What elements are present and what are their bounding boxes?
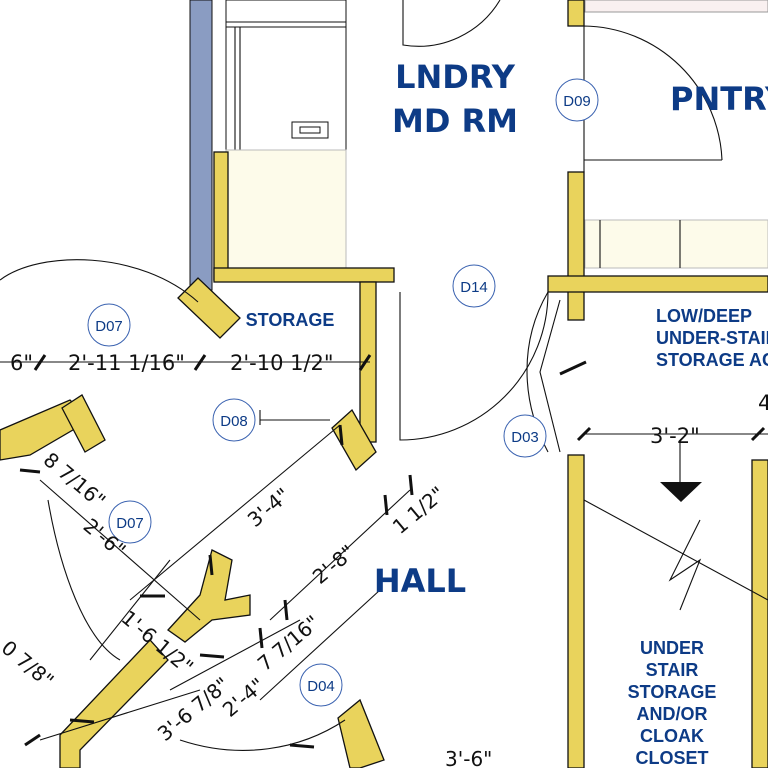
door-tag-d04: D04: [299, 663, 343, 707]
low-deep-line3: STORAGE ACC: [656, 350, 768, 370]
low-deep-line1: LOW/DEEP: [656, 306, 752, 326]
dim-1-1-2: 1 1/2": [388, 482, 450, 539]
door-tag-d07-top: D07: [87, 303, 131, 347]
dimension-lines: [0, 354, 768, 749]
under-stair-line3: STORAGE: [628, 682, 717, 702]
pantry-shelf: [584, 0, 768, 13]
door-tag-d14: D14: [452, 264, 496, 308]
under-stair-line6: CLOSET: [635, 748, 708, 768]
dim-2-10: 2'-10 1/2": [230, 351, 334, 375]
svg-text:D07: D07: [116, 515, 144, 532]
svg-text:D14: D14: [460, 279, 488, 296]
dim-2-4: 2'-4": [218, 673, 270, 722]
dim-0-7-8: 0 7/8": [0, 635, 59, 692]
stair-direction-arrow: [660, 482, 702, 502]
svg-text:D03: D03: [511, 429, 539, 446]
svg-text:D09: D09: [563, 93, 591, 110]
under-stair-line5: CLOAK: [640, 726, 704, 746]
storage-label: STORAGE: [246, 310, 335, 330]
laundry-appliances: [189, 0, 347, 291]
door-tag-d07-mid: D07: [108, 500, 152, 544]
pantry-counter: [584, 219, 768, 269]
dim-3-2: 3'-2": [650, 424, 700, 448]
hall-label: HALL: [374, 562, 466, 600]
dim-3-4: 3'-4": [243, 483, 295, 532]
dim-6in: 6": [10, 351, 33, 375]
stairs: [583, 440, 768, 611]
laundry-label-line2: MD RM: [392, 102, 518, 140]
pantry-label: PNTRY: [670, 80, 768, 118]
dim-2-11: 2'-11 1/16": [68, 351, 185, 375]
door-tag-d03: D03: [503, 414, 547, 458]
dim-4: 4: [758, 391, 768, 415]
svg-text:D07: D07: [95, 318, 123, 335]
door-tag-d08: D08: [212, 398, 256, 442]
door-swings: [0, 0, 723, 751]
svg-text:D04: D04: [307, 678, 335, 695]
svg-text:D08: D08: [220, 413, 248, 430]
laundry-label-line1: LNDRY: [395, 58, 516, 96]
under-stair-line1: UNDER: [640, 638, 704, 658]
under-stair-line4: AND/OR: [637, 704, 708, 724]
under-stair-line2: STAIR: [646, 660, 699, 680]
dim-3-6: 3'-6": [445, 747, 492, 768]
low-deep-line2: UNDER-STAIR: [656, 328, 768, 348]
dim-2-8: 2'-8": [308, 540, 360, 589]
dim-8-7-16: 8 7/16": [39, 447, 111, 512]
door-tag-d09: D09: [555, 78, 599, 122]
